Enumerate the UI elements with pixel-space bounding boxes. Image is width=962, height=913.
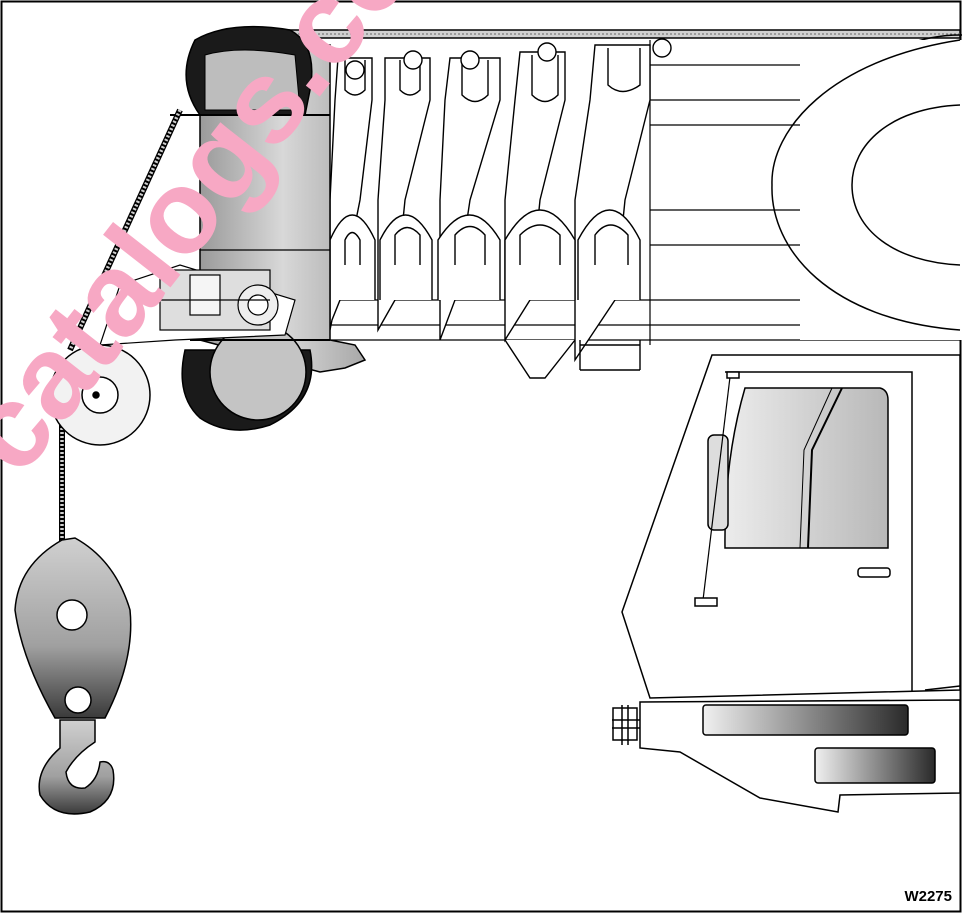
boom-head	[170, 25, 367, 431]
tow-hook-icon	[612, 707, 638, 741]
cab	[621, 354, 961, 699]
wheel-outline	[771, 39, 961, 331]
cab-window	[724, 387, 889, 549]
hook-icon	[38, 719, 115, 815]
boom-lower-arches	[329, 209, 641, 379]
wheel-hub	[851, 104, 961, 266]
figure-label: W2275	[904, 888, 952, 905]
step-upper	[702, 704, 909, 736]
pulley-icon	[49, 344, 151, 446]
front-bumper	[612, 699, 961, 813]
door-handle	[857, 567, 891, 578]
hook-block-icon	[14, 537, 132, 719]
step-lower	[814, 747, 936, 784]
sheave-bracket	[99, 264, 296, 346]
mirror-icon	[707, 434, 729, 531]
boom-top-rail	[269, 29, 961, 39]
boom-sections	[329, 38, 672, 363]
